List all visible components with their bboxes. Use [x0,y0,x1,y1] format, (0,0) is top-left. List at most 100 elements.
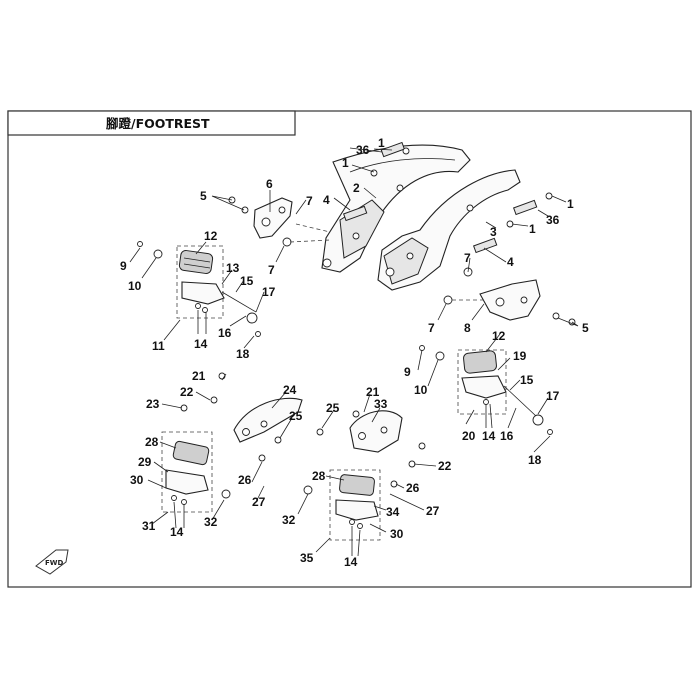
part-label: 14 [344,555,358,569]
assembly-box [161,431,213,513]
part-label: 26 [406,481,420,495]
assembly-box [176,245,224,319]
forward-direction-arrow: FWD [35,549,69,575]
footpeg [461,375,507,405]
part-label: 32 [282,513,296,527]
part-label: 3 [490,225,497,239]
title-box [7,110,296,136]
part-label: 7 [306,194,313,208]
assembly-box [329,469,381,541]
forward-label: FWD [45,559,64,567]
part-label: 1 [342,156,349,170]
part-label: 15 [520,373,534,387]
bolt [210,396,218,404]
spring-washer [246,312,258,324]
bolt [352,410,360,418]
part-label: 32 [204,515,218,529]
bolt [390,480,398,488]
bolt [545,192,553,200]
bolt [218,372,226,380]
spring [221,489,231,499]
part-label: 28 [312,469,326,483]
passenger-peg-bracket-right [349,410,403,453]
part-labels: 36 1 1 2 4 1 36 1 3 4 5 6 7 7 9 10 12 13… [120,136,589,569]
assembly-line [295,223,331,233]
part-label: 17 [546,389,560,403]
part-label: 29 [138,455,152,469]
spring-washer [532,414,544,426]
part-label: 14 [482,429,496,443]
part-label: 28 [145,435,159,449]
footpeg-rubber [463,350,497,374]
washer [137,241,143,247]
right-footrest-guard [377,169,521,291]
left-footrest-bracket [228,196,293,239]
part-label: 7 [268,263,275,277]
passenger-peg-bracket-left [233,397,303,443]
rubber-pad [380,141,406,158]
footpeg-rubber [172,440,210,466]
spring [303,485,313,495]
part-label: 27 [426,504,440,518]
footpeg-rubber [339,474,375,496]
footpeg [165,469,209,505]
part-label: 4 [323,193,330,207]
assembly-box [457,349,507,415]
bolt [402,147,410,155]
bolt [370,169,378,177]
part-label: 1 [529,222,536,236]
rubber-pad [472,237,498,254]
footpeg [181,281,225,313]
diagram-frame [7,110,692,588]
part-label: 30 [130,473,144,487]
part-label: 16 [500,429,514,443]
bolt [316,428,324,436]
part-label: 7 [428,321,435,335]
pin [221,291,257,313]
part-label: 5 [200,189,207,203]
part-label: 26 [238,473,252,487]
part-label: 31 [142,519,156,533]
part-label: 20 [462,429,476,443]
rubber-pad [512,199,538,216]
part-label: 25 [289,409,303,423]
part-label: 14 [170,525,184,539]
footpeg [335,499,379,529]
part-label: 1 [378,136,385,150]
part-label: 10 [414,383,428,397]
part-label: 34 [386,505,400,519]
part-label: 24 [283,383,297,397]
part-label: 21 [366,385,380,399]
part-label: 33 [374,397,388,411]
washer [419,345,425,351]
part-label: 10 [128,279,142,293]
cotter-pin [547,429,553,435]
right-footrest-bracket [479,279,576,326]
part-label: 23 [146,397,160,411]
bolt [282,237,292,247]
leader-lines [129,147,579,557]
part-label: 12 [492,329,506,343]
part-label: 30 [390,527,404,541]
part-label: 2 [353,181,360,195]
part-label: 12 [204,229,218,243]
part-label: 16 [218,326,232,340]
bolt [258,454,266,462]
part-label: 6 [266,177,273,191]
part-label: 27 [252,495,266,509]
part-label: 21 [192,369,206,383]
part-label: 15 [240,274,254,288]
rubber-pad [342,205,368,222]
bolt [443,295,453,305]
part-label: 7 [464,251,471,265]
part-label: 13 [226,261,240,275]
part-label: 35 [300,551,314,565]
part-label: 22 [438,459,452,473]
bolt [418,442,426,450]
part-label: 18 [236,347,250,361]
washer [435,351,445,361]
part-label: 18 [528,453,542,467]
part-label: 19 [513,349,527,363]
part-label: 11 [152,339,165,353]
